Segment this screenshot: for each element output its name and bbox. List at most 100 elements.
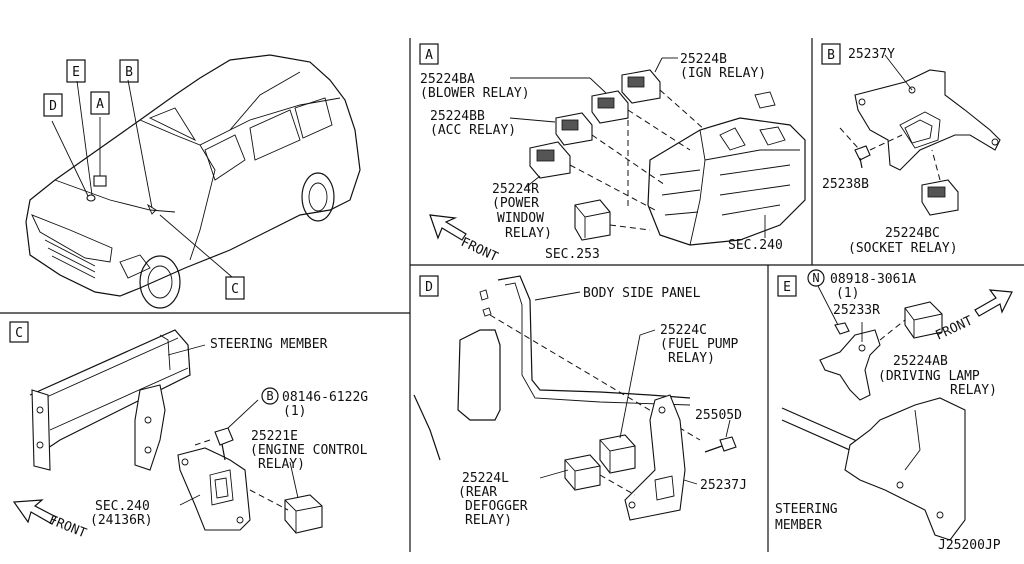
steering-member-e-label-2: MEMBER: [775, 518, 822, 533]
diagram-code: J25200JP: [938, 538, 1001, 553]
bracket-25237y[interactable]: [854, 69, 1001, 171]
panel-b: B 25237Y 25238B 25224BC (SOCKET RELAY): [821, 43, 1001, 256]
power-window-relay-description-3: RELAY): [505, 226, 552, 241]
body-side-panel-label: BODY SIDE PANEL: [583, 286, 701, 301]
fuel-pump-relay-description-2: RELAY): [668, 351, 715, 366]
nut-prefix-e: N: [812, 271, 819, 285]
bolt-25238b[interactable]: [854, 145, 871, 169]
fuel-pump-relay-description: (FUEL PUMP: [660, 337, 738, 352]
callout-letter: A: [96, 97, 104, 112]
panel-dividers: [0, 38, 1024, 552]
panel-b-letter: B: [827, 48, 835, 63]
acc-relay[interactable]: [555, 112, 593, 146]
bracket-25233r[interactable]: [819, 329, 881, 401]
bolt-callout-c: B 08146-6122G (1): [261, 387, 368, 419]
panel-b-letter-box: [821, 43, 841, 65]
front-label-c: FRONT: [47, 513, 89, 542]
panel-a-letter: A: [425, 48, 433, 63]
acc-relay-part-number: 25224BB: [430, 109, 485, 124]
bracket-25237j[interactable]: [624, 394, 686, 521]
ecu-bracket[interactable]: [177, 447, 251, 531]
panel-a-letter-box: [419, 43, 439, 65]
fuel-pump-relay-part-number: 25224C: [660, 323, 707, 338]
body-side-panel-drawing: [413, 275, 691, 461]
sec-240-c-label: SEC.240: [95, 499, 150, 514]
engine-control-relay-description-2: RELAY): [258, 457, 305, 472]
panel-e-letter: E: [783, 280, 791, 295]
socket-relay[interactable]: [921, 179, 959, 216]
power-window-relay-part-number: 25224R: [492, 182, 539, 197]
relay-block-drawing: [647, 91, 806, 246]
bolt-08146-6122g[interactable]: [214, 427, 234, 461]
steering-member-c: [29, 329, 191, 471]
panel-a: A 25224B (IGN RELAY) 25224BA (BL: [419, 43, 806, 265]
sec-240-label: SEC.240: [728, 238, 783, 253]
ign-relay-description: (IGN RELAY): [680, 66, 766, 81]
rear-defogger-relay-description-2: DEFOGGER: [465, 499, 528, 514]
driving-lamp-relay[interactable]: [904, 301, 943, 339]
sec-240-c-sub-label: (24136R): [90, 513, 153, 528]
panel-d-letter: D: [425, 280, 433, 295]
front-label-a: FRONT: [458, 235, 500, 265]
rear-defogger-relay-description-3: RELAY): [465, 513, 512, 528]
power-window-relay-description-2: WINDOW: [497, 211, 544, 226]
socket-relay-description: (SOCKET RELAY): [848, 241, 958, 256]
engine-control-relay[interactable]: [284, 494, 323, 534]
bracket-25237j-label: 25237J: [700, 478, 747, 493]
ign-relay[interactable]: [621, 69, 661, 104]
front-arrow-c: FRONT: [12, 499, 89, 542]
panel-e-letter-box: [777, 275, 797, 297]
blower-relay-part-number: 25224BA: [420, 72, 475, 87]
nut-08918-3061a-label: 08918-3061A: [830, 272, 916, 287]
engine-control-relay-part-number: 25221E: [251, 429, 298, 444]
steering-member-c-label: STEERING MEMBER: [210, 337, 328, 352]
bracket-25233r-label: 25233R: [833, 303, 880, 318]
panel-e: E N 08918-3061A (1) 25233R 25224AB (DRIV…: [775, 269, 1013, 541]
ign-relay-part-number: 25224B: [680, 52, 727, 67]
callout-letter: D: [49, 99, 57, 114]
rear-defogger-relay[interactable]: [564, 454, 601, 491]
bolt-25505d[interactable]: [704, 436, 737, 453]
power-window-relay-description: (POWER: [492, 196, 539, 211]
bracket-25237y-label: 25237Y: [848, 47, 895, 62]
car-callout-a[interactable]: A: [90, 91, 110, 115]
car-callout-d[interactable]: D: [43, 93, 63, 117]
sec-253-relay[interactable]: [574, 199, 611, 241]
nut-08918-3061a[interactable]: [834, 322, 850, 335]
callout-letter: B: [125, 65, 133, 80]
driving-lamp-relay-part-number: 25224AB: [893, 354, 948, 369]
engine-control-relay-description: (ENGINE CONTROL: [250, 443, 368, 458]
steering-member-e-label: STEERING: [775, 502, 838, 517]
panel-c-letter: C: [15, 326, 23, 341]
car-callout-c[interactable]: C: [225, 276, 245, 300]
rear-defogger-relay-description: (REAR: [458, 485, 497, 500]
rear-defogger-relay-part-number: 25224L: [462, 471, 509, 486]
driving-lamp-relay-description-2: RELAY): [950, 383, 997, 398]
bolt-25505d-label: 25505D: [695, 408, 742, 423]
blower-relay[interactable]: [591, 90, 629, 124]
bolt-08146-6122g-qty: (1): [283, 404, 306, 419]
bolt-25238b-label: 25238B: [822, 177, 869, 192]
panel-c: C STEERING MEMBER SEC.240 (24136R): [9, 321, 368, 542]
steering-member-e: [781, 397, 966, 541]
car-callout-b[interactable]: B: [119, 59, 139, 83]
callout-letter: E: [72, 65, 80, 80]
nut-callout-e: N 08918-3061A (1): [807, 269, 916, 301]
front-arrow-a: FRONT: [429, 214, 500, 265]
driving-lamp-relay-description: (DRIVING LAMP: [878, 369, 980, 384]
power-window-relay[interactable]: [529, 141, 571, 179]
acc-relay-description: (ACC RELAY): [430, 123, 516, 138]
front-arrow-e: FRONT: [933, 289, 1013, 344]
panel-d-letter-box: [419, 275, 439, 297]
sec-253-label: SEC.253: [545, 247, 600, 262]
panel-c-letter-box: [9, 321, 29, 343]
fuel-pump-relay[interactable]: [599, 434, 636, 474]
panel-d: D BODY SIDE PANEL 25224C (FUEL PUMP RELA…: [413, 275, 747, 528]
bolt-08146-6122g-label: 08146-6122G: [282, 390, 368, 405]
bolt-prefix-c: B: [266, 389, 273, 403]
car-callout-e[interactable]: E: [66, 59, 86, 83]
callout-letter: C: [231, 282, 239, 297]
socket-relay-part-number: 25224BC: [885, 226, 940, 241]
blower-relay-description: (BLOWER RELAY): [420, 86, 530, 101]
